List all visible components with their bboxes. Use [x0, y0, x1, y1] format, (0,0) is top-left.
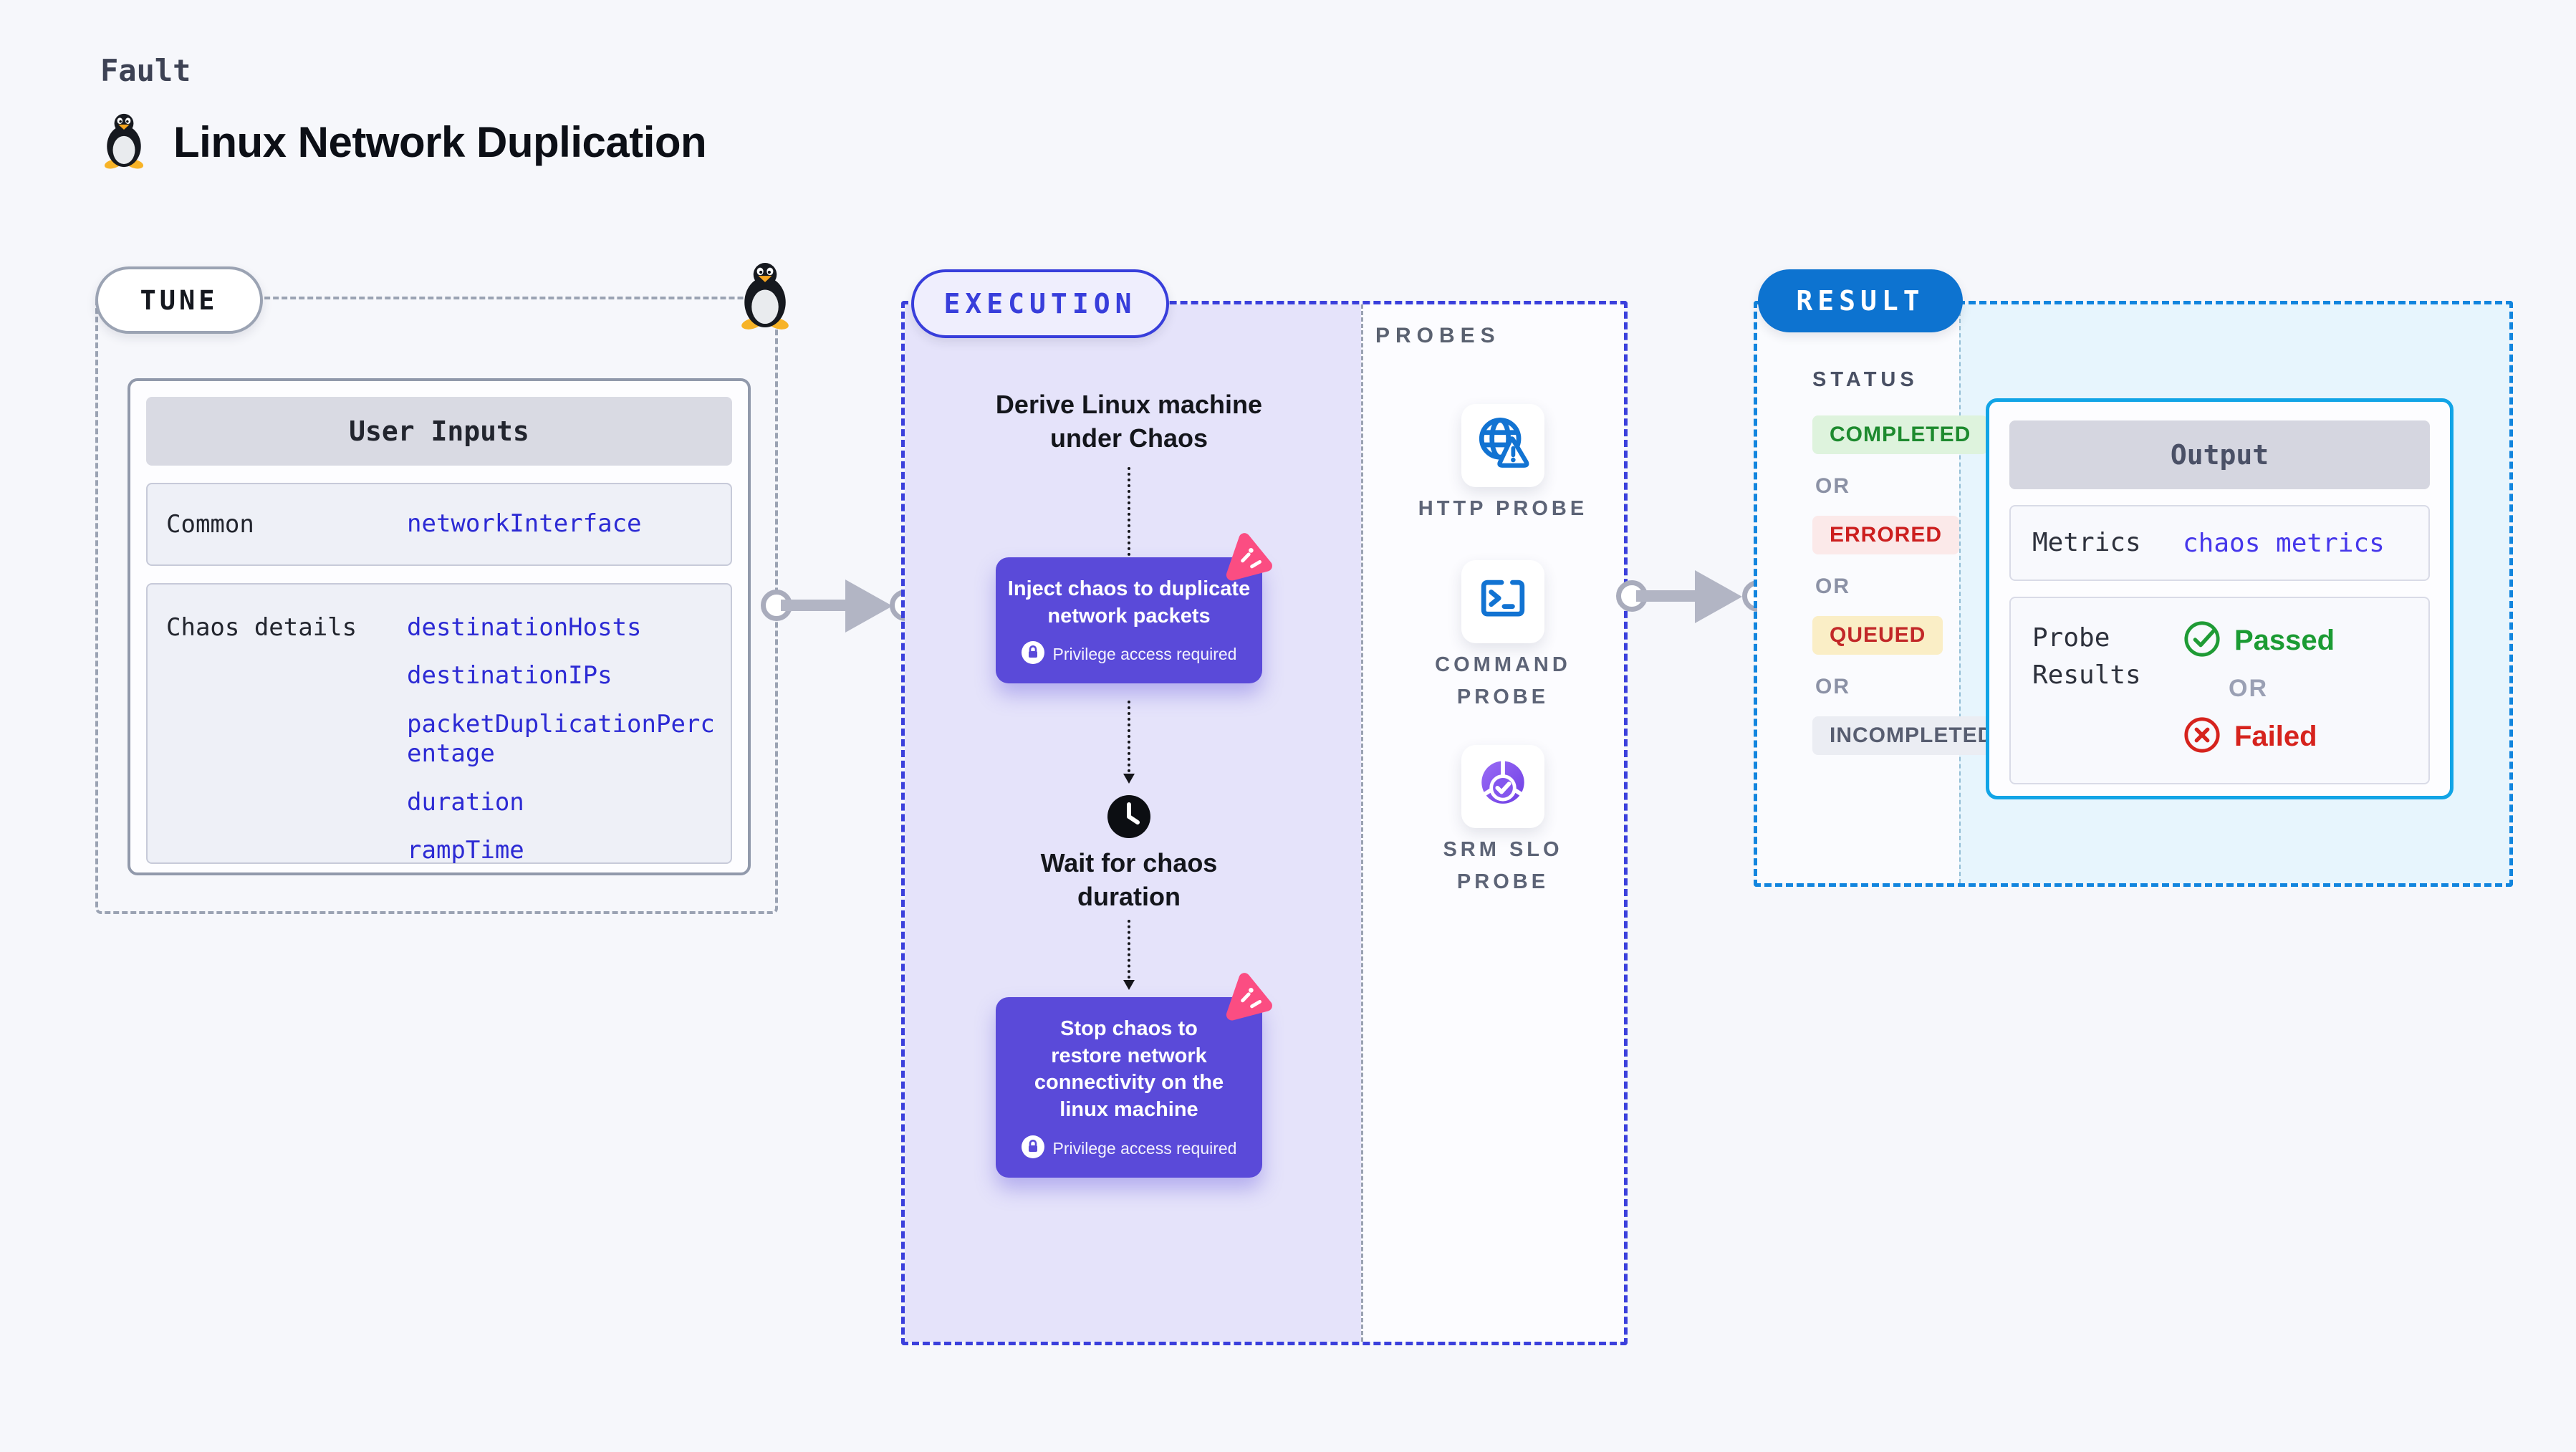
derive-step-text: Derive Linux machine under Chaos [995, 390, 1263, 453]
privilege-label: Privilege access required [1052, 1138, 1237, 1158]
probe-results-values: Passed OR Failed [2183, 620, 2335, 783]
http-probe-card [1461, 404, 1544, 487]
lock-icon [1021, 641, 1044, 668]
inject-step-title: Inject chaos to duplicate network packet… [1007, 577, 1251, 628]
user-inputs-title: User Inputs [146, 397, 732, 466]
input-value: networkInterface [407, 509, 642, 539]
result-pill: RESULT [1758, 269, 1963, 332]
passed-label: Passed [2234, 625, 2335, 656]
status-badge-errored: ERRORED [1812, 516, 1960, 554]
http-probe-icon [1470, 411, 1536, 481]
page-title: Linux Network Duplication [173, 118, 707, 166]
status-column [1757, 304, 1959, 883]
probe-results-row: Probe Results Passed OR [2009, 597, 2430, 784]
metrics-value: chaos metrics [2183, 528, 2385, 558]
status-title: STATUS [1812, 368, 1918, 391]
page-header: Linux Network Duplication [100, 105, 707, 180]
tux-penguin-icon [100, 105, 148, 180]
chaos-experiment-icon [1216, 527, 1279, 590]
failed-x-icon [2183, 716, 2221, 758]
status-badge-incompleted: INCOMPLETED [1812, 716, 2012, 755]
stop-chaos-step-box: Stop chaos to restore network connectivi… [996, 973, 1272, 1178]
flow-arrow-down-icon [1123, 467, 1135, 573]
execution-pill: EXECUTION [911, 269, 1169, 338]
passed-check-icon [2183, 620, 2221, 662]
input-value: rampTime [407, 836, 524, 865]
input-value: destinationHosts [407, 613, 642, 642]
input-row-chaos-details: Chaos details destinationHosts destinati… [146, 583, 732, 865]
command-probe-icon [1470, 567, 1536, 637]
stop-step-title: Stop chaos to restore network connectivi… [1034, 1017, 1224, 1122]
user-inputs-card: User Inputs Common networkInterface Chao… [128, 378, 751, 875]
lock-icon [1021, 1135, 1044, 1162]
metrics-row: Metrics chaos metrics [2009, 505, 2430, 581]
command-probe-card [1461, 560, 1544, 643]
probes-title: PROBES [1375, 324, 1501, 347]
srm-slo-probe-label: SRM SLO PROBE [1443, 838, 1563, 893]
srm-slo-probe-card [1461, 745, 1544, 828]
input-row-common: Common networkInterface [146, 483, 732, 566]
command-probe-label: COMMAND PROBE [1435, 653, 1571, 708]
status-list: COMPLETED OR ERRORED OR QUEUED OR INCOMP… [1812, 415, 2012, 755]
http-probe-label: HTTP PROBE [1418, 497, 1588, 520]
tune-pill: TUNE [95, 266, 263, 334]
execution-to-result-arrow [1616, 570, 1774, 623]
status-badge-queued: QUEUED [1812, 616, 1943, 655]
output-card: Output Metrics chaos metrics Probe Resul… [1986, 398, 2454, 799]
fault-kicker: Fault [100, 53, 191, 88]
tux-penguin-small-icon [736, 261, 794, 333]
failed-label: Failed [2234, 721, 2317, 752]
privilege-label: Privilege access required [1052, 645, 1237, 664]
execution-section-box [901, 301, 1628, 1345]
output-title: Output [2009, 420, 2430, 489]
status-badge-completed: COMPLETED [1812, 415, 1989, 454]
or-separator: OR [1815, 474, 1850, 498]
metrics-label: Metrics [2032, 527, 2141, 557]
flow-arrow-down-icon [1123, 701, 1135, 784]
clock-icon [1106, 794, 1152, 843]
or-separator: OR [1815, 574, 1850, 598]
inject-chaos-step-box: Inject chaos to duplicate network packet… [996, 533, 1272, 684]
or-separator: OR [2229, 675, 2268, 702]
input-value: duration [407, 787, 524, 817]
input-value: destinationIPs [407, 661, 612, 691]
input-row-label: Common [166, 510, 254, 539]
tune-to-execution-arrow [761, 580, 921, 633]
flow-arrow-down-icon [1123, 920, 1135, 990]
probe-results-label: Probe Results [2032, 623, 2141, 691]
input-row-label: Chaos details [166, 613, 357, 642]
chaos-experiment-icon [1216, 966, 1279, 1029]
or-separator: OR [1815, 675, 1850, 698]
input-value: packetDuplicationPercentage [407, 709, 715, 769]
srm-slo-probe-icon [1470, 752, 1536, 822]
wait-step-text: Wait for chaos duration [1040, 848, 1218, 911]
